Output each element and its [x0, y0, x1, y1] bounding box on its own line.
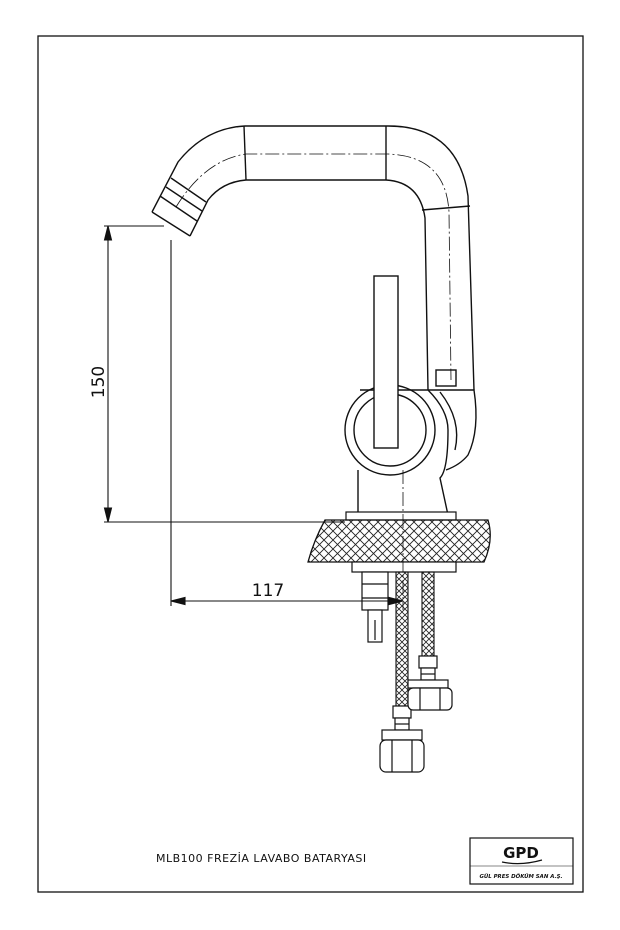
- dimension-reach: [170, 240, 404, 606]
- faucet-body: [344, 369, 477, 516]
- mounting-stud: [361, 571, 389, 643]
- faucet-spout: [151, 125, 475, 391]
- spout-center-line: [175, 153, 452, 381]
- mounting-flange: [345, 511, 457, 521]
- dimension-height-label: 150: [89, 366, 109, 398]
- dimension-height: [103, 225, 345, 523]
- company-logo: GPD: [503, 844, 539, 862]
- hose-right: [421, 571, 435, 657]
- hose-left: [395, 571, 409, 707]
- drawing-frame: [37, 35, 584, 893]
- logo-swoosh: [501, 859, 543, 865]
- dimension-reach-label: 117: [252, 581, 284, 601]
- mounting-plate: [351, 561, 457, 573]
- company-name: GÜL PRES DÖKÜM SAN A.Ş.: [479, 873, 562, 880]
- countertop-section: [307, 519, 491, 563]
- hose-left-fitting: [379, 705, 425, 773]
- drawing-title: MLB100 FREZİA LAVABO BATARYASI: [156, 852, 367, 865]
- hose-right-fitting: [407, 655, 453, 711]
- handle-lever: [373, 275, 399, 449]
- title-block: [469, 837, 574, 885]
